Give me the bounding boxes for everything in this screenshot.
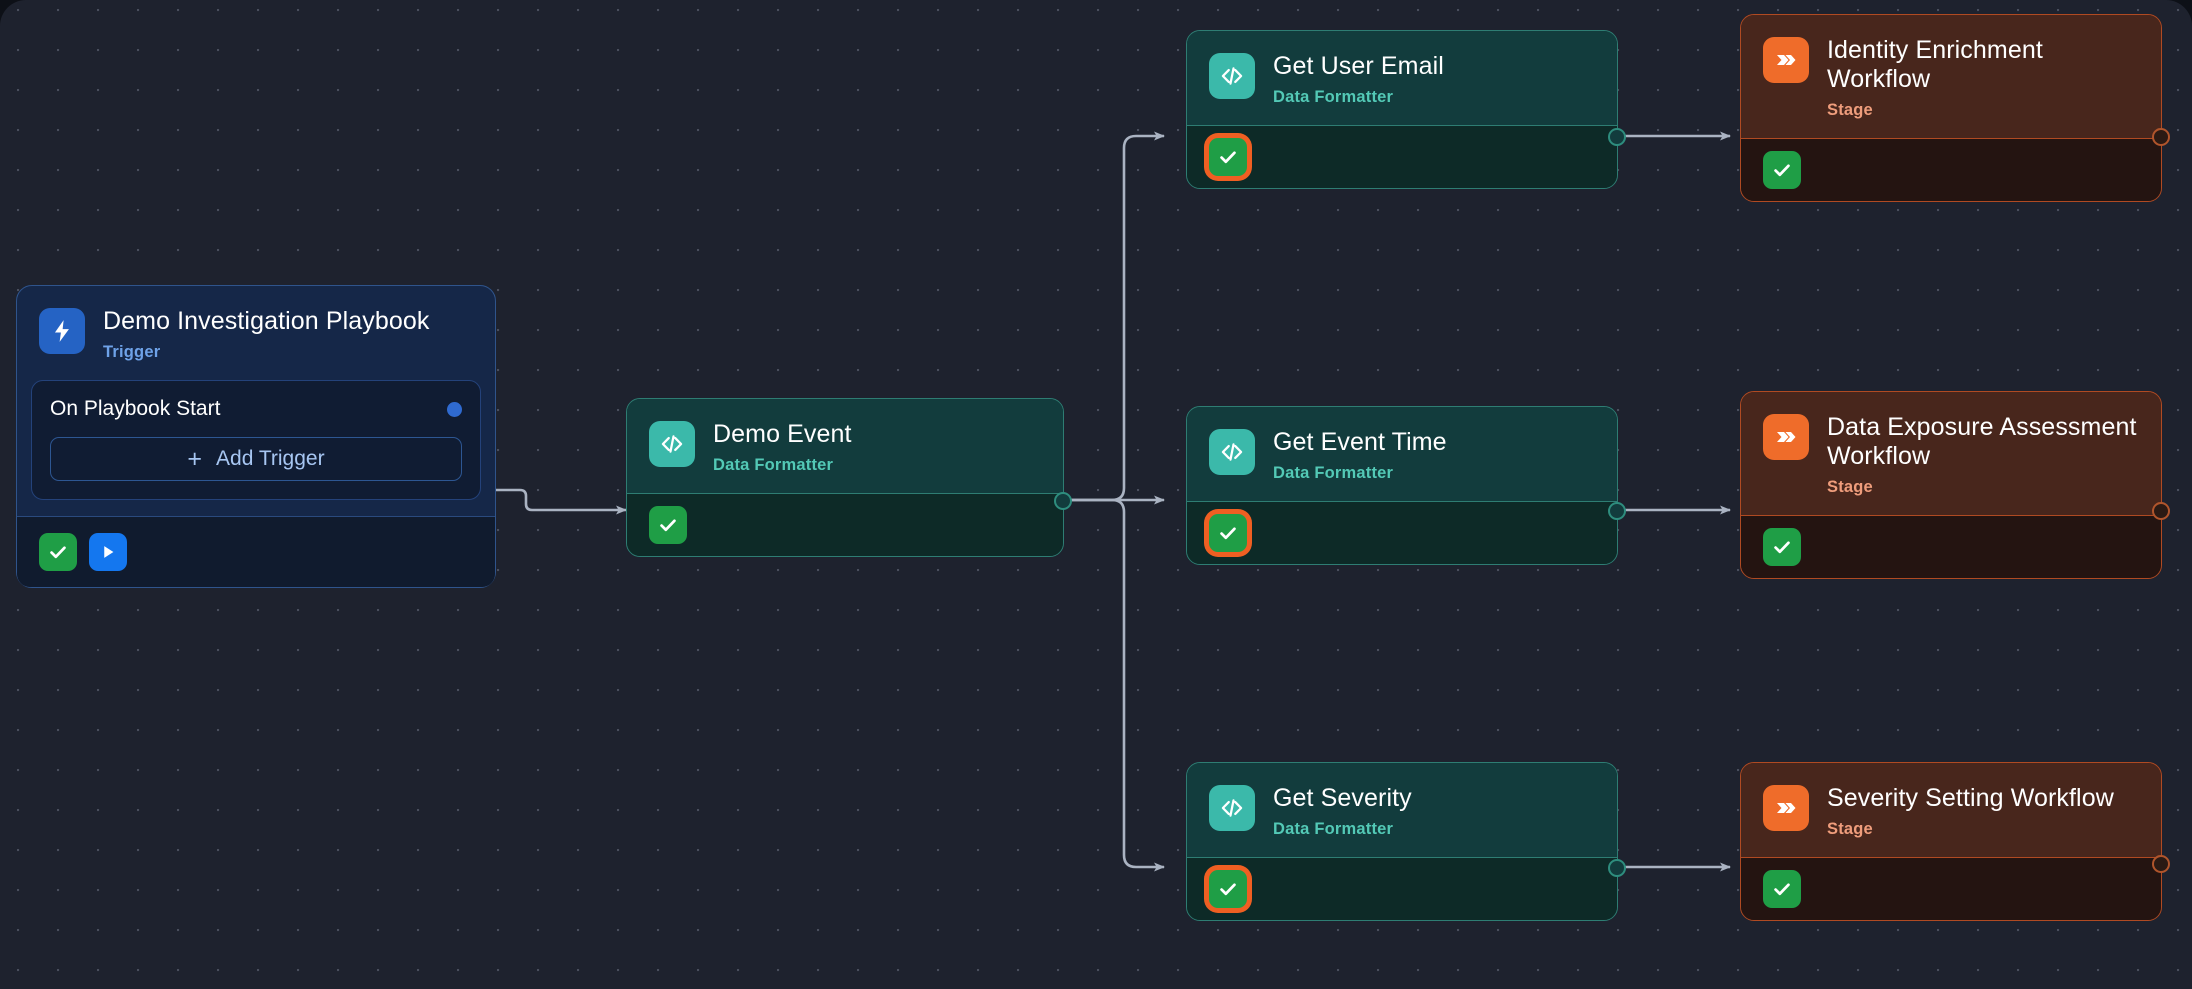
plus-icon: + (187, 444, 203, 473)
get-event-time-footer (1187, 501, 1617, 564)
code-brackets-icon (1209, 429, 1255, 475)
trigger-row-label: On Playbook Start (50, 397, 221, 420)
get-event-time-header: Get Event Time Data Formatter (1187, 407, 1617, 501)
get-event-time-output-port[interactable] (1608, 502, 1626, 520)
trigger-row-on-playbook-start[interactable]: On Playbook Start (50, 397, 462, 421)
add-trigger-button[interactable]: + Add Trigger (50, 437, 462, 481)
node-title: Data Exposure Assessment Workflow (1827, 413, 2137, 470)
node-title: Identity Enrichment Workflow (1827, 36, 2043, 93)
node-demo-event[interactable]: Demo Event Data Formatter (626, 398, 1072, 557)
get-severity-output-port[interactable] (1608, 859, 1626, 877)
status-success-badge[interactable] (1209, 514, 1247, 552)
trigger-node-footer (17, 516, 495, 587)
get-user-email-header: Get User Email Data Formatter (1187, 31, 1617, 125)
status-success-badge[interactable] (1209, 870, 1247, 908)
node-data-exposure-assessment-workflow[interactable]: Data Exposure Assessment Workflow Stage (1740, 391, 2170, 579)
edge-demo-event-to-get-user-email (1064, 131, 1165, 502)
code-brackets-icon (649, 421, 695, 467)
node-severity-setting-workflow[interactable]: Severity Setting Workflow Stage (1740, 762, 2170, 921)
node-get-user-email[interactable]: Get User Email Data Formatter (1186, 30, 1626, 189)
status-success-badge[interactable] (1763, 151, 1801, 189)
node-subtitle: Stage (1827, 820, 1873, 838)
trigger-config-panel: On Playbook Start + Add Trigger (31, 380, 481, 500)
double-chevron-icon (1763, 785, 1809, 831)
trigger-node-title: Demo Investigation Playbook (103, 307, 430, 335)
identity-enrichment-footer (1741, 138, 2161, 201)
run-playbook-button[interactable] (89, 533, 127, 571)
double-chevron-icon (1763, 414, 1809, 460)
severity-setting-footer (1741, 857, 2161, 920)
add-trigger-label: Add Trigger (216, 447, 325, 470)
node-get-event-time[interactable]: Get Event Time Data Formatter (1186, 406, 1626, 565)
node-title: Get User Email (1273, 52, 1444, 80)
data-exposure-header: Data Exposure Assessment Workflow Stage (1741, 392, 2161, 515)
identity-enrichment-header: Identity Enrichment Workflow Stage (1741, 15, 2161, 138)
code-brackets-icon (1209, 53, 1255, 99)
get-severity-footer (1187, 857, 1617, 920)
node-get-severity[interactable]: Get Severity Data Formatter (1186, 762, 1626, 921)
node-title: Severity Setting Workflow (1827, 784, 2114, 812)
node-subtitle: Stage (1827, 478, 1873, 496)
status-success-badge[interactable] (649, 506, 687, 544)
trigger-node-subtitle: Trigger (103, 343, 161, 361)
severity-setting-output-port[interactable] (2152, 855, 2170, 873)
node-demo-investigation-playbook[interactable]: Demo Investigation Playbook Trigger On P… (16, 285, 496, 588)
double-chevron-icon (1763, 37, 1809, 83)
get-user-email-footer (1187, 125, 1617, 188)
status-success-badge[interactable] (1763, 870, 1801, 908)
demo-event-output-port[interactable] (1054, 492, 1072, 510)
severity-setting-header: Severity Setting Workflow Stage (1741, 763, 2161, 857)
code-brackets-icon (1209, 785, 1255, 831)
node-title: Get Severity (1273, 784, 1412, 812)
status-success-button[interactable] (39, 533, 77, 571)
node-subtitle: Data Formatter (1273, 88, 1394, 106)
node-subtitle: Stage (1827, 101, 1873, 119)
get-severity-header: Get Severity Data Formatter (1187, 763, 1617, 857)
status-success-badge[interactable] (1209, 138, 1247, 176)
trigger-output-port[interactable] (447, 401, 462, 417)
demo-event-header: Demo Event Data Formatter (627, 399, 1063, 493)
node-title: Get Event Time (1273, 428, 1447, 456)
edge-demo-event-to-get-severity (1064, 498, 1165, 872)
node-subtitle: Data Formatter (1273, 820, 1394, 838)
node-subtitle: Data Formatter (1273, 464, 1394, 482)
data-exposure-output-port[interactable] (2152, 502, 2170, 520)
node-identity-enrichment-workflow[interactable]: Identity Enrichment Workflow Stage (1740, 14, 2170, 202)
status-success-badge[interactable] (1763, 528, 1801, 566)
get-user-email-output-port[interactable] (1608, 128, 1626, 146)
demo-event-footer (627, 493, 1063, 556)
data-exposure-footer (1741, 515, 2161, 578)
node-title: Demo Event (713, 420, 852, 448)
lightning-bolt-icon (39, 308, 85, 354)
node-subtitle: Data Formatter (713, 456, 834, 474)
identity-enrichment-output-port[interactable] (2152, 128, 2170, 146)
trigger-node-header: Demo Investigation Playbook Trigger (17, 286, 495, 372)
